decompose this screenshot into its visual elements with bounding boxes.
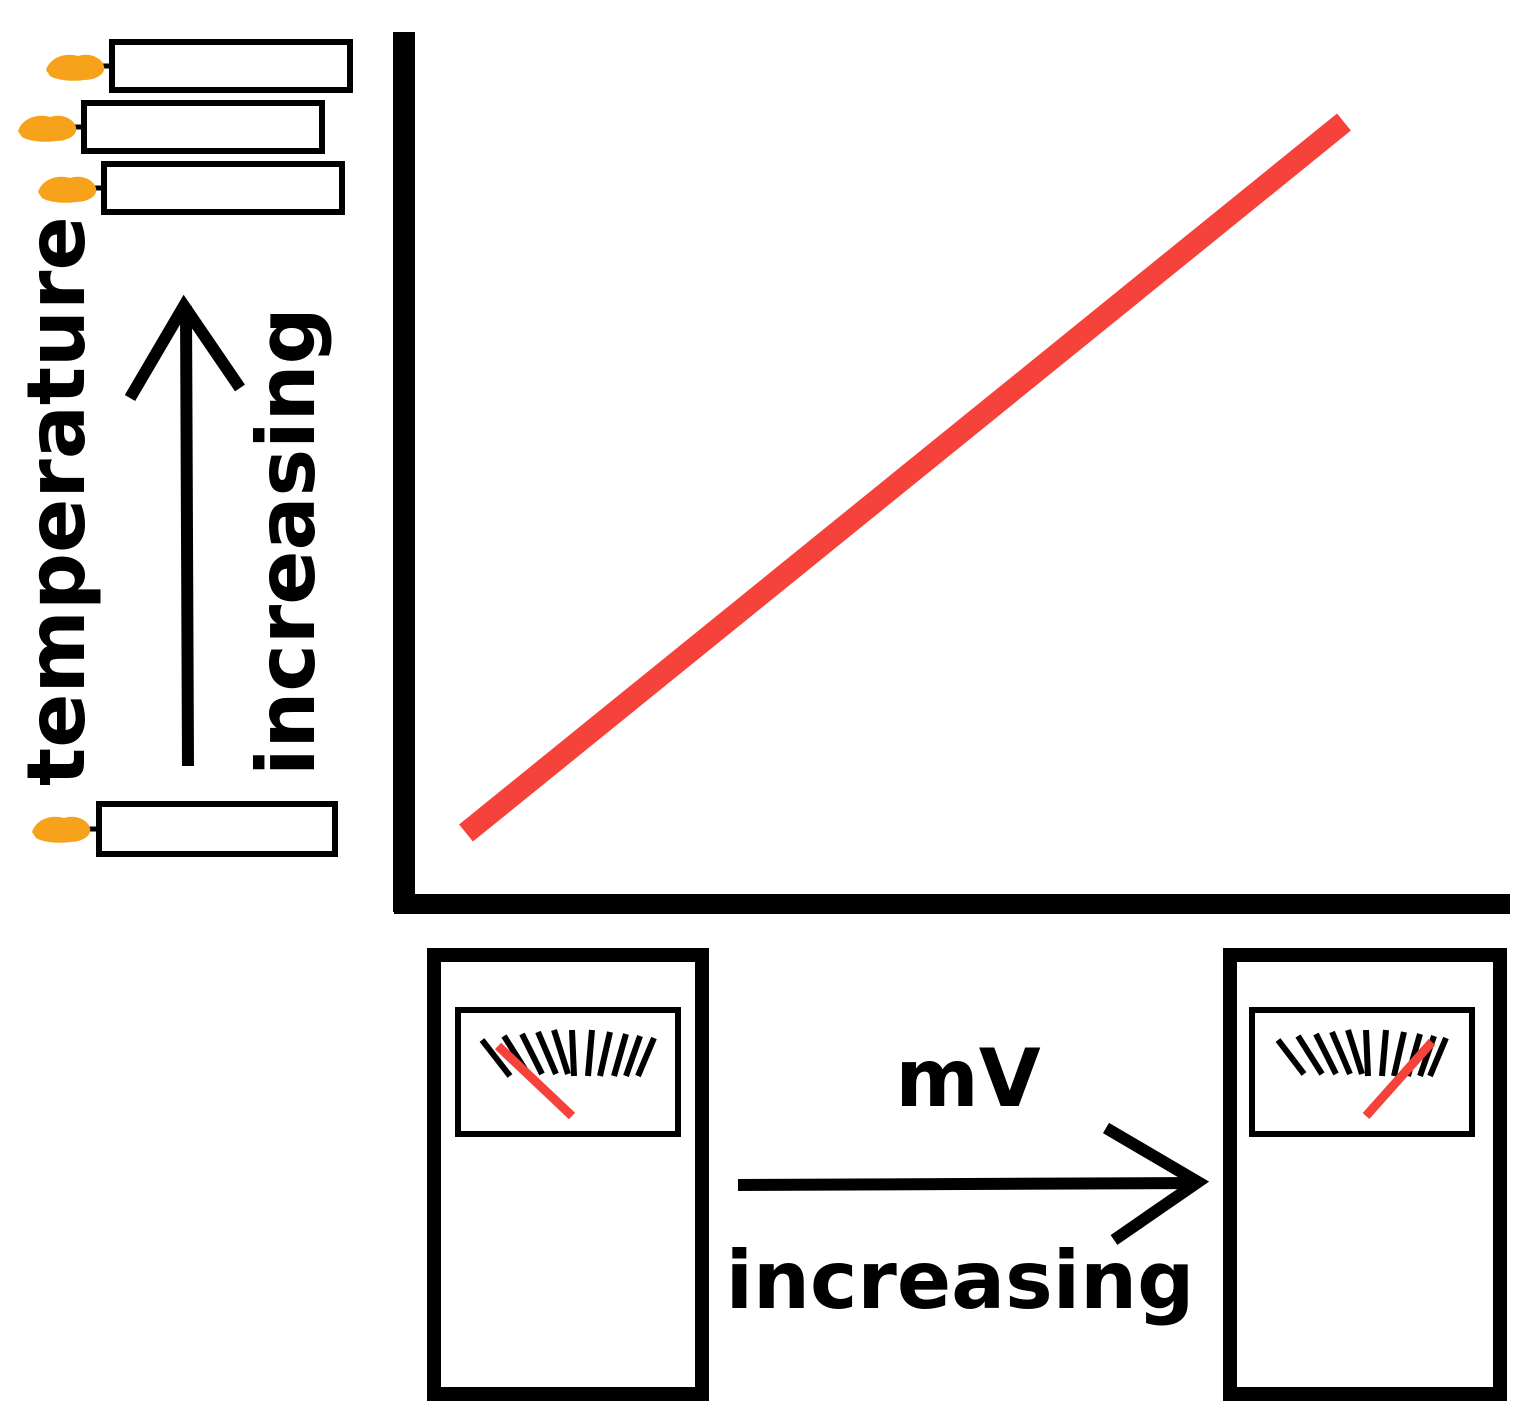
flame-icon [38,176,97,203]
y-axis-label-increasing: increasing [240,307,333,776]
flame-icon [18,115,77,142]
y-axis-label-temperature: temperature [10,216,103,786]
meter-needle [494,1042,576,1120]
x-axis-label-increasing: increasing [726,1234,1195,1327]
candle-bottom [32,801,338,857]
axes [393,32,1510,914]
candle-icon [38,161,345,215]
candle-icon [32,801,338,857]
meter-needle [1362,1039,1436,1119]
candle-icon [18,100,325,154]
x-axis-label-unit: mV [895,1032,1040,1125]
flame-icon [46,54,105,81]
flame-icon [32,816,91,843]
up-arrow-icon [124,294,245,767]
candle-icon [46,39,353,93]
trend-line [459,113,1351,842]
candle-group-top [18,39,353,215]
millivolt-meter-icon [1223,948,1507,1401]
millivolt-meter-icon [427,948,709,1401]
right-arrow-icon [737,1122,1210,1245]
meter-scale [1275,1029,1449,1078]
